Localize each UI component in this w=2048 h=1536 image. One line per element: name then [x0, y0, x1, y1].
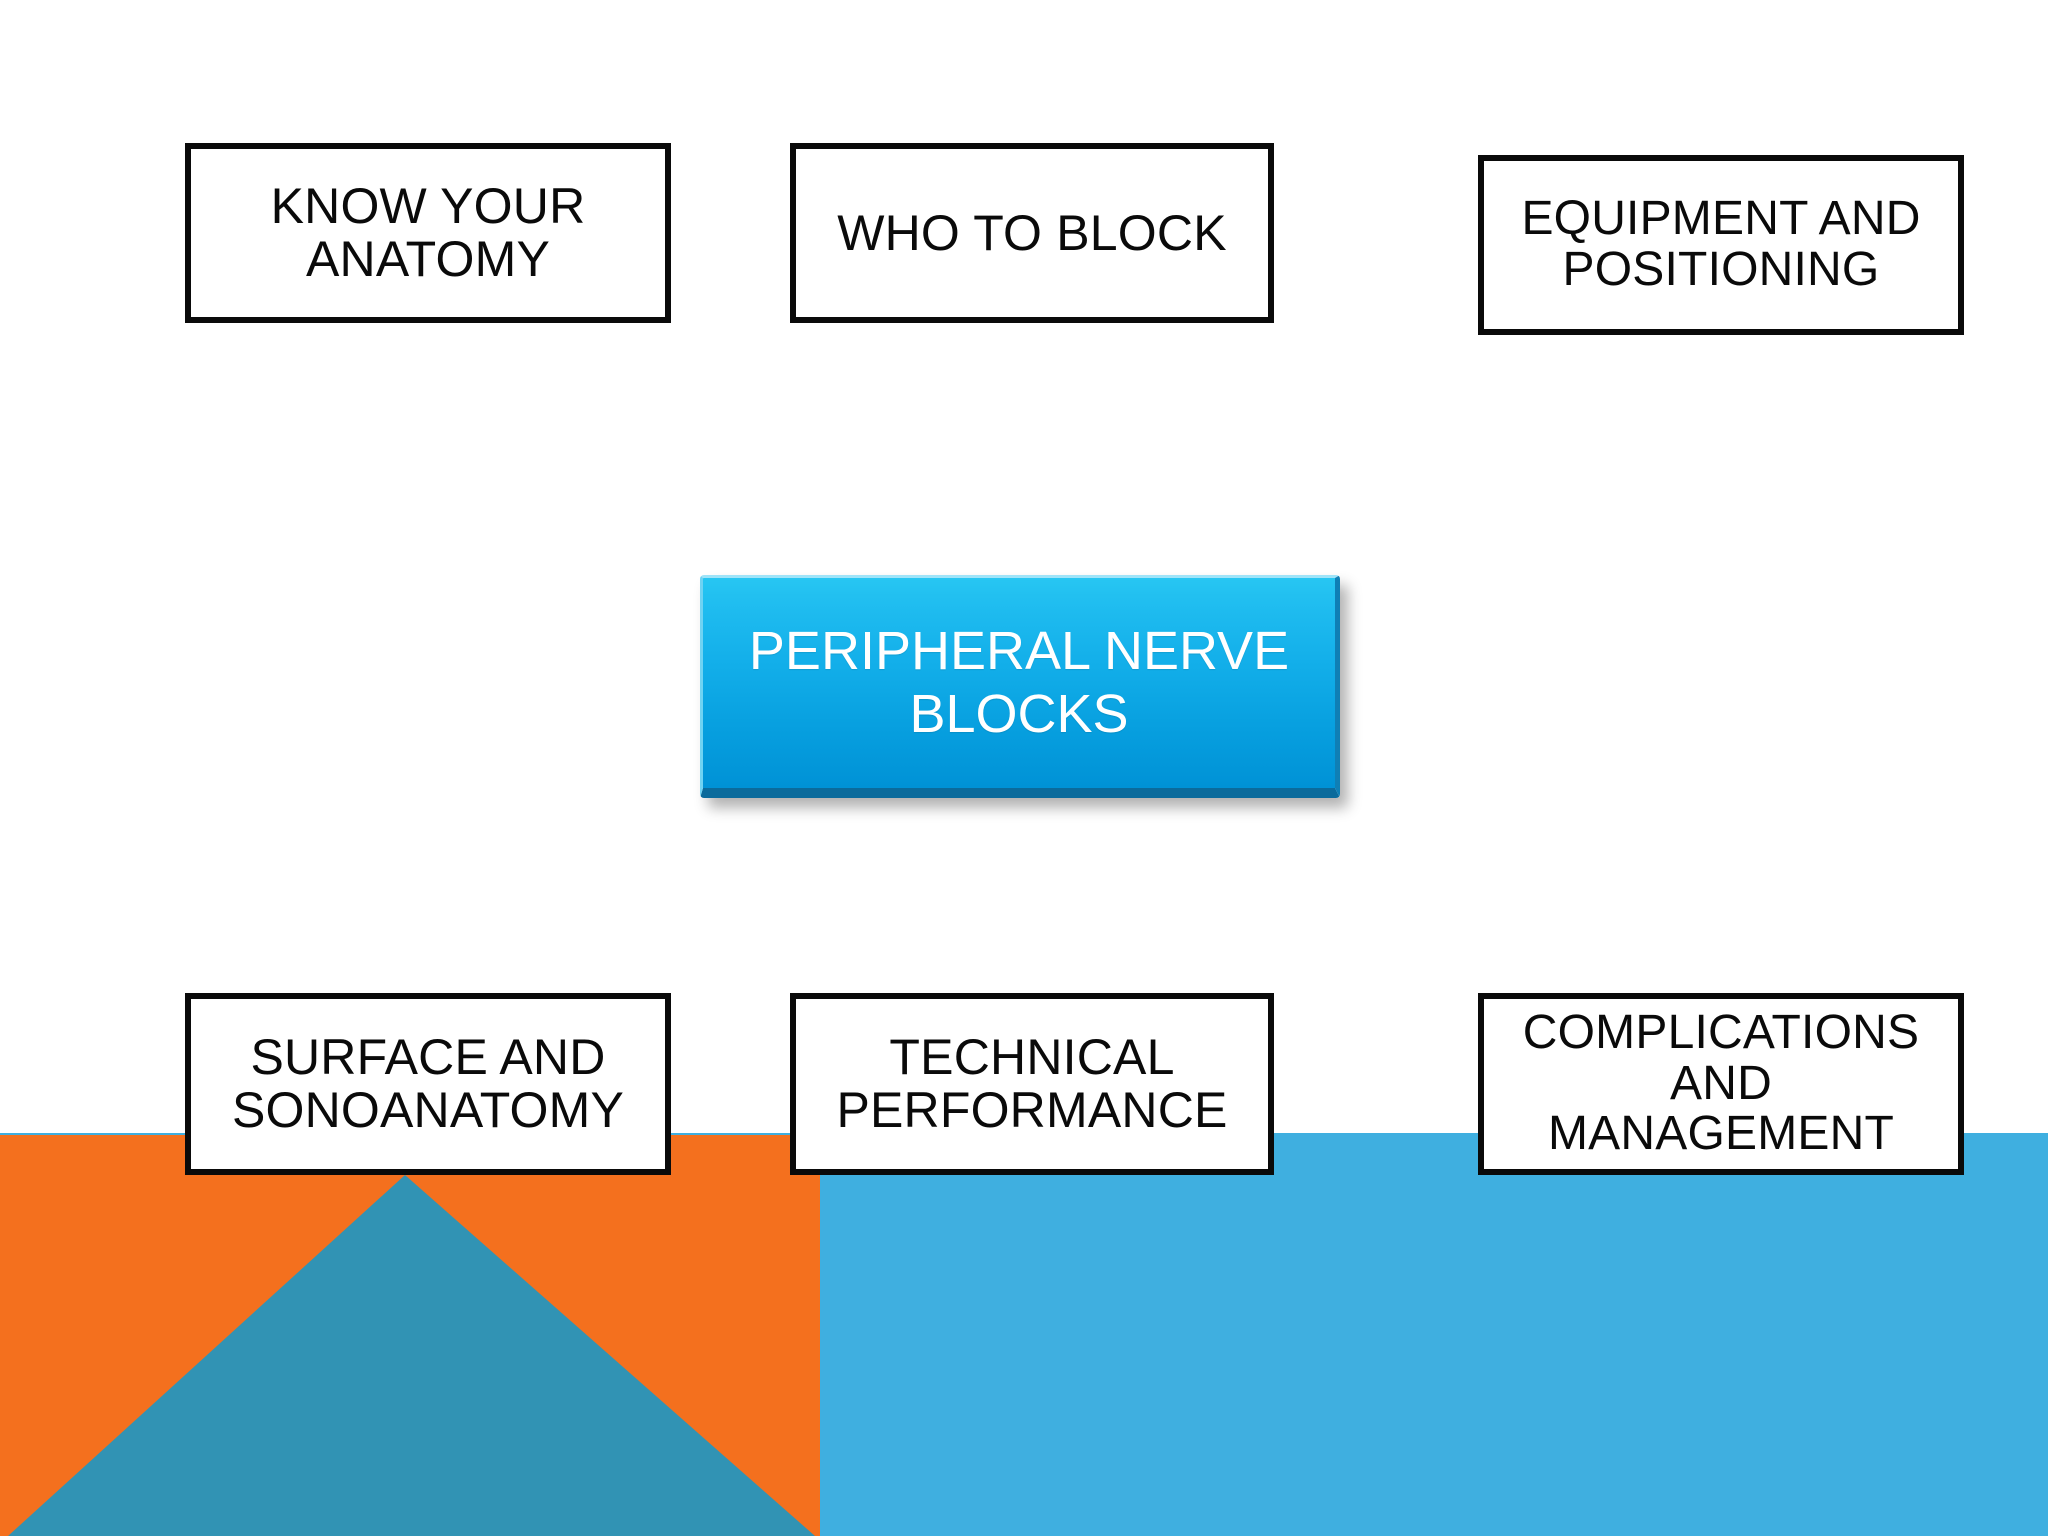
orange-band-shape [0, 1135, 820, 1536]
node-label: COMPLICATIONS AND MANAGEMENT [1522, 1005, 1920, 1161]
node-label: EQUIPMENT AND POSITIONING [1521, 192, 1921, 296]
node-label: KNOW YOUR ANATOMY [270, 178, 586, 287]
node-label: SURFACE AND SONOANATOMY [231, 1029, 625, 1138]
node-surface-and-sonoanatomy[interactable]: SURFACE AND SONOANATOMY [185, 993, 671, 1175]
blue-band-shape [0, 1133, 2048, 1536]
node-label: TECHNICAL PERFORMANCE [836, 1029, 1228, 1138]
node-label: WHO TO BLOCK [837, 204, 1227, 261]
node-know-your-anatomy[interactable]: KNOW YOUR ANATOMY [185, 143, 671, 323]
node-who-to-block[interactable]: WHO TO BLOCK [790, 143, 1274, 323]
teal-triangle-shape [8, 1175, 815, 1536]
node-technical-performance[interactable]: TECHNICAL PERFORMANCE [790, 993, 1274, 1175]
node-complications-and-management[interactable]: COMPLICATIONS AND MANAGEMENT [1478, 993, 1964, 1175]
node-equipment-and-positioning[interactable]: EQUIPMENT AND POSITIONING [1478, 155, 1964, 335]
central-node-label: PERIPHERAL NERVE BLOCKS [748, 621, 1290, 744]
central-node-peripheral-nerve-blocks[interactable]: PERIPHERAL NERVE BLOCKS [700, 575, 1340, 798]
